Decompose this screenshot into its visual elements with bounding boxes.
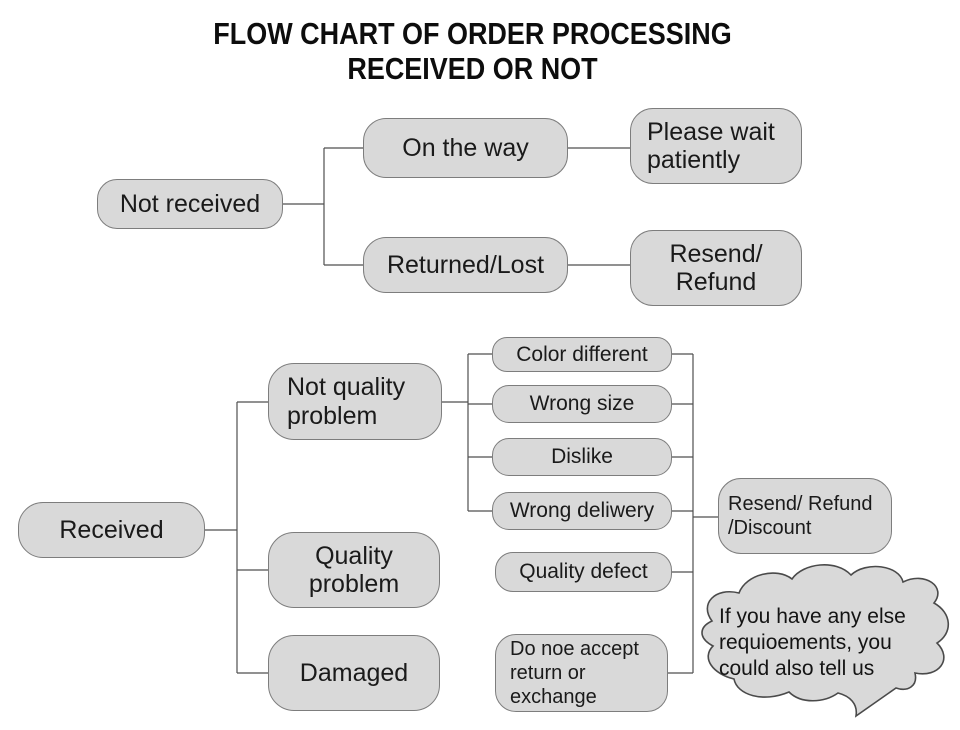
speech-bubble-shape	[701, 564, 950, 718]
node-quality-problem-label: Quality problem	[308, 541, 400, 599]
page-title: FLOW CHART OF ORDER PROCESSING RECEIVED …	[0, 16, 945, 86]
node-color-different-label: Color different	[516, 342, 648, 366]
node-resend-refund-discount: Resend/ Refund /Discount	[718, 478, 892, 554]
title-line-1: FLOW CHART OF ORDER PROCESSING	[213, 16, 732, 51]
node-received: Received	[18, 502, 205, 558]
speech-bubble-text: If you have any else requioements, you c…	[719, 605, 906, 680]
node-resend-refund: Resend/ Refund	[630, 230, 802, 306]
flow-connectors	[205, 147, 720, 674]
node-not-quality-problem: Not quality problem	[268, 363, 442, 440]
node-quality-problem: Quality problem	[268, 532, 440, 608]
node-color-different: Color different	[492, 337, 672, 372]
node-returned-lost: Returned/Lost	[363, 237, 568, 293]
node-no-return-exchange-label: Do noe accept return or exchange	[510, 638, 639, 708]
node-no-return-exchange: Do noe accept return or exchange	[495, 634, 668, 712]
node-on-the-way-label: On the way	[402, 133, 529, 162]
node-not-received-label: Not received	[119, 189, 261, 218]
node-damaged-label: Damaged	[299, 658, 409, 687]
node-please-wait: Please wait patiently	[630, 108, 802, 184]
node-on-the-way: On the way	[363, 118, 568, 178]
node-wrong-size-label: Wrong size	[529, 392, 635, 416]
node-wrong-delivery-label: Wrong deliwery	[509, 499, 655, 523]
node-not-received: Not received	[97, 179, 283, 229]
node-returned-lost-label: Returned/Lost	[386, 250, 545, 279]
node-quality-defect-label: Quality defect	[519, 560, 648, 584]
node-resend-refund-label: Resend/ Refund	[669, 239, 763, 297]
node-wrong-size: Wrong size	[492, 385, 672, 423]
node-damaged: Damaged	[268, 635, 440, 711]
title-line-2: RECEIVED OR NOT	[347, 51, 598, 86]
node-received-label: Received	[59, 515, 164, 544]
node-please-wait-label: Please wait patiently	[647, 117, 775, 175]
node-wrong-delivery: Wrong deliwery	[492, 492, 672, 530]
node-dislike: Dislike	[492, 438, 672, 476]
node-dislike-label: Dislike	[551, 445, 613, 469]
node-resend-refund-discount-label: Resend/ Refund /Discount	[728, 493, 873, 539]
node-not-quality-problem-label: Not quality problem	[287, 373, 406, 430]
node-quality-defect: Quality defect	[495, 552, 672, 592]
